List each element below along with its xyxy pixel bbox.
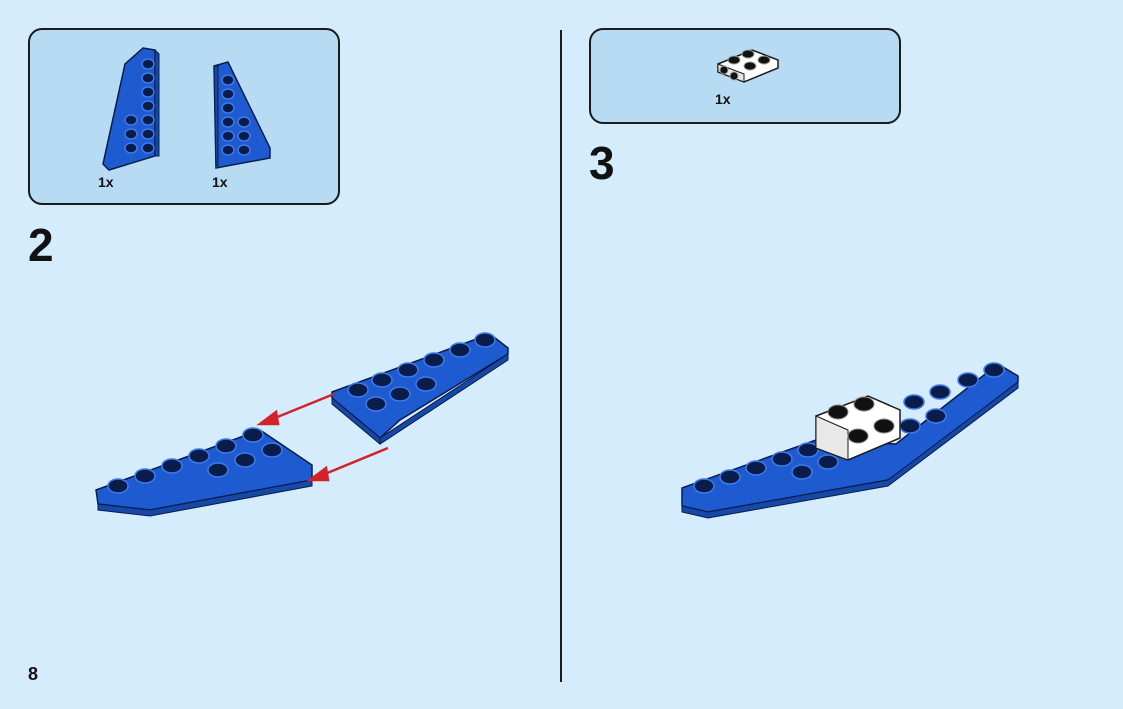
assembly-arrow-icon bbox=[256, 392, 389, 482]
step-2-part-1-qty: 1x bbox=[98, 174, 114, 190]
white-bracket-plate-icon bbox=[717, 49, 779, 83]
wedge-plate-right-icon bbox=[213, 61, 271, 169]
step-2-parts-box bbox=[28, 28, 340, 205]
column-divider bbox=[560, 30, 562, 682]
step-2-part-2-qty: 1x bbox=[212, 174, 228, 190]
step-3-part-1-qty: 1x bbox=[715, 91, 731, 107]
wedge-plate-left-icon bbox=[102, 47, 160, 171]
step-3-number: 3 bbox=[589, 137, 615, 189]
step-2-number: 2 bbox=[28, 219, 54, 271]
page-number: 8 bbox=[28, 664, 39, 684]
step-3-assembly bbox=[681, 362, 1019, 519]
step-2-assembly bbox=[95, 332, 509, 517]
